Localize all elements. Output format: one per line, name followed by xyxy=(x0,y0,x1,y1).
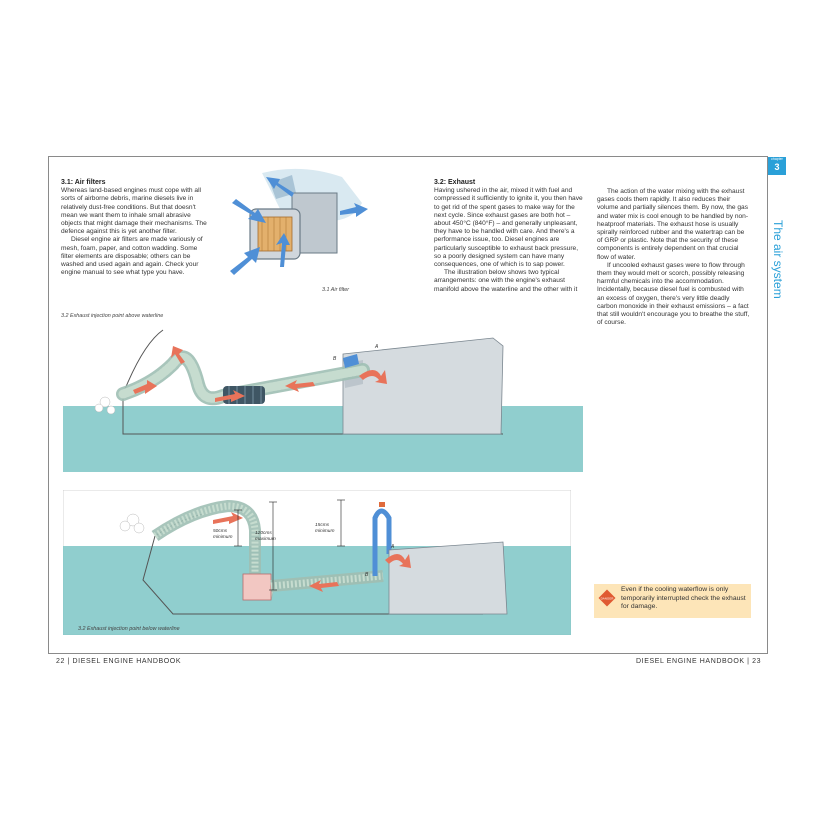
chapter-tab-label: chapter xyxy=(771,157,783,161)
air-filters-heading: 3.1: Air filters xyxy=(61,179,106,186)
exhaust-section-col1: 3.2: Exhaust Having ushered in the air, … xyxy=(434,179,584,294)
air-filter-caption: 3.1 Air filter xyxy=(322,287,350,293)
label-a-above: A xyxy=(374,344,379,350)
exhaust-paragraph-3: The action of the water mixing with the … xyxy=(597,188,749,261)
danger-icon: DANGER xyxy=(598,589,616,607)
below-waterline-caption: 3.2 Exhaust injection point below waterl… xyxy=(78,626,180,632)
footer-left: 22 | DIESEL ENGINE HANDBOOK xyxy=(56,658,182,665)
danger-icon-text: DANGER xyxy=(601,597,615,601)
dim-15-sub: minimum xyxy=(315,528,334,534)
dim-15-label: 15cms xyxy=(315,522,330,528)
exhaust-paragraph-1: Having ushered in the air, mixed it with… xyxy=(434,187,583,269)
air-filters-paragraph-1: Whereas land-based engines must cope wit… xyxy=(61,187,207,236)
exhaust-section-col2: The action of the water mixing with the … xyxy=(597,188,751,327)
label-b-above: B xyxy=(333,356,337,362)
warning-text: Even if the cooling waterflow is only te… xyxy=(621,586,746,611)
label-a-below: A xyxy=(390,544,395,550)
air-filters-paragraph-2: Diesel engine air filters are made vario… xyxy=(61,236,203,277)
footer-right: DIESEL ENGINE HANDBOOK | 23 xyxy=(636,658,762,665)
exhaust-above-waterline-diagram: B A xyxy=(63,329,583,472)
exhaust-heading: 3.2: Exhaust xyxy=(434,179,476,186)
chapter-number: 3 xyxy=(774,162,780,172)
label-b-below: B xyxy=(365,572,369,578)
dim-120-sub: maximum xyxy=(255,536,276,542)
above-waterline-caption: 3.2 Exhaust injection point above waterl… xyxy=(61,313,164,319)
dim-50-sub: minimum xyxy=(213,534,232,540)
exhaust-below-waterline-diagram: 50cms minimum 120cms maximum 15cms minim… xyxy=(63,490,571,635)
chapter-tab: chapter 3 xyxy=(768,157,786,175)
dim-120-label: 120cms xyxy=(255,530,272,536)
air-filters-section: 3.1: Air filters Whereas land-based engi… xyxy=(61,179,211,277)
dim-50-label: 50cms xyxy=(213,528,228,534)
air-filter-illustration xyxy=(230,168,368,275)
warning-box: DANGER Even if the cooling waterflow is … xyxy=(594,584,751,618)
chapter-title-text: The air system xyxy=(771,220,785,299)
exhaust-paragraph-4: If uncooled exhaust gases were to flow t… xyxy=(597,261,750,327)
exhaust-paragraph-2: The illustration below shows two typical… xyxy=(434,269,581,294)
